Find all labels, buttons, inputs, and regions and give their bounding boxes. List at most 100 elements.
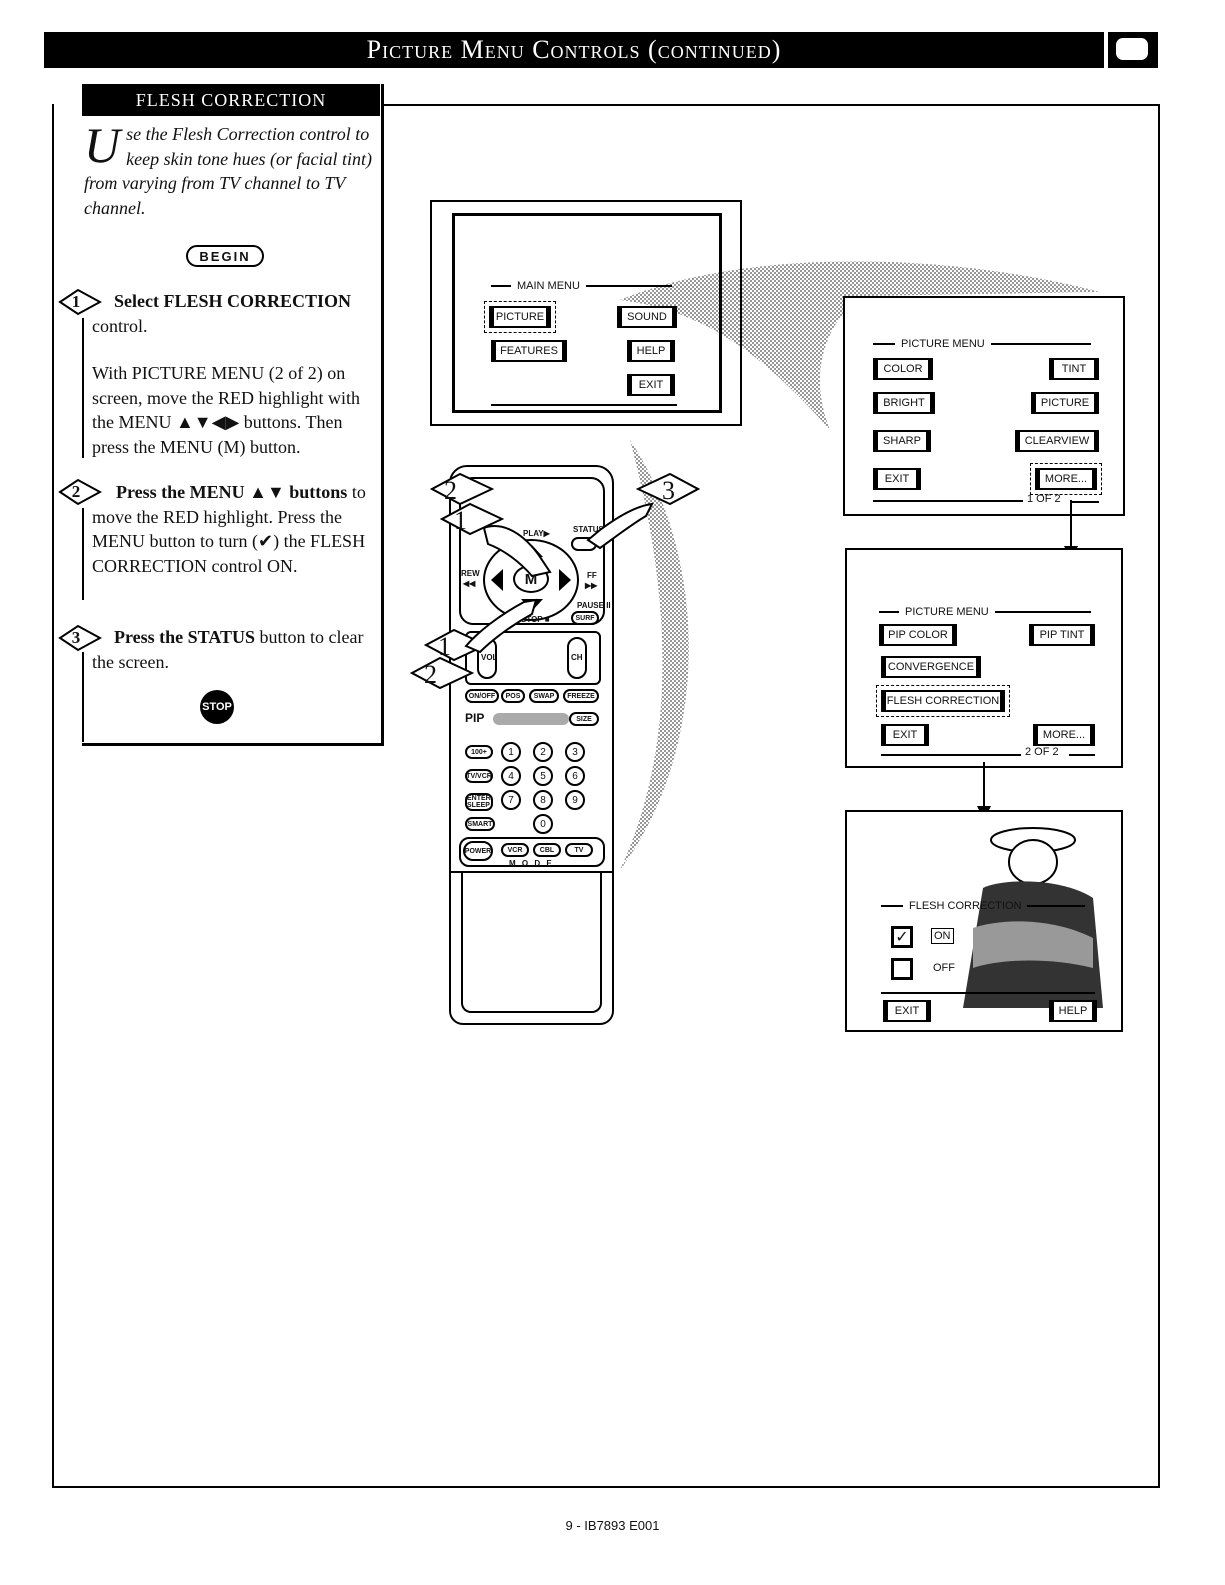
step-1-detail: With PICTURE MENU (2 of 2) on screen, mo…	[92, 363, 360, 457]
convergence-menu-item[interactable]: CONVERGENCE	[881, 656, 981, 678]
callout-3: 3	[635, 472, 701, 506]
menu-bottom-line	[873, 500, 1023, 502]
mode-vcr-button[interactable]: VCR	[501, 843, 529, 857]
exit-menu-item[interactable]: EXIT	[627, 374, 675, 396]
intro-text: se the Flesh Correction control to keep …	[84, 124, 373, 218]
key-3[interactable]: 3	[565, 742, 585, 762]
pip-on-off-button[interactable]: ON/OFF	[465, 689, 499, 703]
main-menu-label: MAIN MENU	[491, 280, 672, 292]
vol-ch-panel	[465, 631, 601, 685]
features-menu-item[interactable]: FEATURES	[491, 340, 567, 362]
pip-size-button[interactable]: SIZE	[569, 712, 599, 726]
right-arrow-icon[interactable]	[559, 569, 573, 591]
picture-menu-item[interactable]: PICTURE	[484, 301, 556, 333]
clearview-menu-item[interactable]: CLEARVIEW	[1015, 430, 1099, 452]
sound-menu-item[interactable]: SOUND	[617, 306, 677, 328]
instructions-panel	[82, 84, 384, 746]
on-checkbox[interactable]: ✓	[891, 926, 913, 948]
pip-tint-menu-item[interactable]: PIP TINT	[1029, 624, 1095, 646]
key-enter-sleep[interactable]: ENTER SLEEP	[465, 793, 493, 811]
key-7[interactable]: 7	[501, 790, 521, 810]
more-menu-item[interactable]: MORE...	[1033, 724, 1095, 746]
picture-menu-item[interactable]: PICTURE	[1031, 392, 1099, 414]
step-1-number: 1	[71, 292, 81, 311]
pip-pos-button[interactable]: POS	[501, 689, 525, 703]
key-0[interactable]: 0	[533, 814, 553, 834]
key-2[interactable]: 2	[533, 742, 553, 762]
page-frame-top	[382, 104, 1160, 106]
begin-badge: BEGIN	[186, 245, 264, 267]
menu-label-line	[585, 285, 672, 287]
step-3-marker: 3	[58, 624, 102, 652]
menu-label-line	[994, 611, 1091, 613]
step-3-rule	[82, 652, 84, 742]
exit-menu-item[interactable]: EXIT	[883, 1000, 931, 1022]
color-menu-item[interactable]: COLOR	[873, 358, 933, 380]
remote-divider	[451, 871, 612, 873]
tv-screen-frame	[430, 200, 742, 426]
exit-menu-item[interactable]: EXIT	[873, 468, 921, 490]
pip-color-menu-item[interactable]: PIP COLOR	[879, 624, 957, 646]
more-menu-item[interactable]: MORE...	[1030, 463, 1102, 495]
off-label: OFF	[933, 962, 955, 974]
step-2-bold: Press the MENU ▲▼ buttons	[116, 482, 348, 502]
flesh-correction-label: FLESH CORRECTION	[881, 900, 1086, 912]
step-3-bold: Press the STATUS	[114, 627, 256, 647]
ch-rocker[interactable]	[567, 637, 587, 679]
off-checkbox[interactable]	[891, 958, 913, 980]
left-arrow-icon[interactable]	[491, 569, 505, 591]
step-2-rule	[82, 508, 84, 600]
section-heading: FLESH CORRECTION	[82, 84, 380, 116]
picture-menu-1-label: PICTURE MENU	[873, 338, 1091, 350]
key-6[interactable]: 6	[565, 766, 585, 786]
step-2-marker: 2	[58, 478, 102, 506]
ff-label: FF	[587, 571, 597, 580]
menu-dpad[interactable]	[483, 539, 579, 621]
key-100plus[interactable]: 100+	[465, 745, 493, 759]
mode-tv-button[interactable]: TV	[565, 843, 593, 857]
page-title: Picture Menu Controls (continued)	[44, 32, 1104, 68]
pip-swap-button[interactable]: SWAP	[529, 689, 559, 703]
picture-menu-2-title: PICTURE MENU	[905, 606, 989, 618]
key-5[interactable]: 5	[533, 766, 553, 786]
hand-pointer-icon	[586, 502, 654, 550]
status-label: STATUS	[573, 525, 604, 534]
main-menu-screen: MAIN MENU PICTURE SOUND FEATURES HELP EX…	[452, 213, 722, 413]
key-4[interactable]: 4	[501, 766, 521, 786]
help-menu-item[interactable]: HELP	[627, 340, 675, 362]
rew-label: REW	[461, 569, 480, 578]
key-8[interactable]: 8	[533, 790, 553, 810]
remote-top-panel	[459, 477, 605, 625]
ff-symbol: ▶▶	[585, 581, 598, 590]
pause-label: PAUSE II	[577, 601, 611, 610]
flesh-correction-menu-item[interactable]: FLESH CORRECTION	[876, 685, 1010, 717]
stop-label: STOP ■	[521, 615, 550, 624]
tint-menu-item[interactable]: TINT	[1049, 358, 1099, 380]
on-label: ON	[931, 928, 954, 944]
page-footer: 9 - IB7893 E001	[565, 1518, 660, 1533]
hand-pointer-icon	[464, 598, 538, 654]
ch-label: CH	[571, 653, 583, 662]
page-frame	[52, 104, 1160, 1488]
pip-freeze-button[interactable]: FREEZE	[563, 689, 599, 703]
mode-panel	[459, 837, 605, 867]
remote-lower-panel	[461, 873, 602, 1013]
hand-pointer-icon	[482, 525, 552, 578]
key-tv-vcr[interactable]: TV/VCR	[465, 769, 493, 783]
key-9[interactable]: 9	[565, 790, 585, 810]
smart-button[interactable]: SMART	[465, 817, 495, 831]
stop-icon: STOP	[200, 690, 234, 724]
help-menu-item[interactable]: HELP	[1049, 1000, 1097, 1022]
surf-button[interactable]: SURF	[571, 611, 599, 625]
key-1[interactable]: 1	[501, 742, 521, 762]
exit-menu-item[interactable]: EXIT	[881, 724, 929, 746]
play-label: PLAY▶	[523, 529, 550, 538]
sailor-illustration-icon	[963, 827, 1103, 1008]
mode-cbl-button[interactable]: CBL	[533, 843, 561, 857]
flow-arrow	[1070, 500, 1072, 552]
callout-2-number: 2	[444, 476, 457, 505]
sharp-menu-item[interactable]: SHARP	[873, 430, 931, 452]
picture-menu-1-title: PICTURE MENU	[901, 338, 985, 350]
power-button[interactable]: POWER	[463, 841, 493, 861]
bright-menu-item[interactable]: BRIGHT	[873, 392, 935, 414]
